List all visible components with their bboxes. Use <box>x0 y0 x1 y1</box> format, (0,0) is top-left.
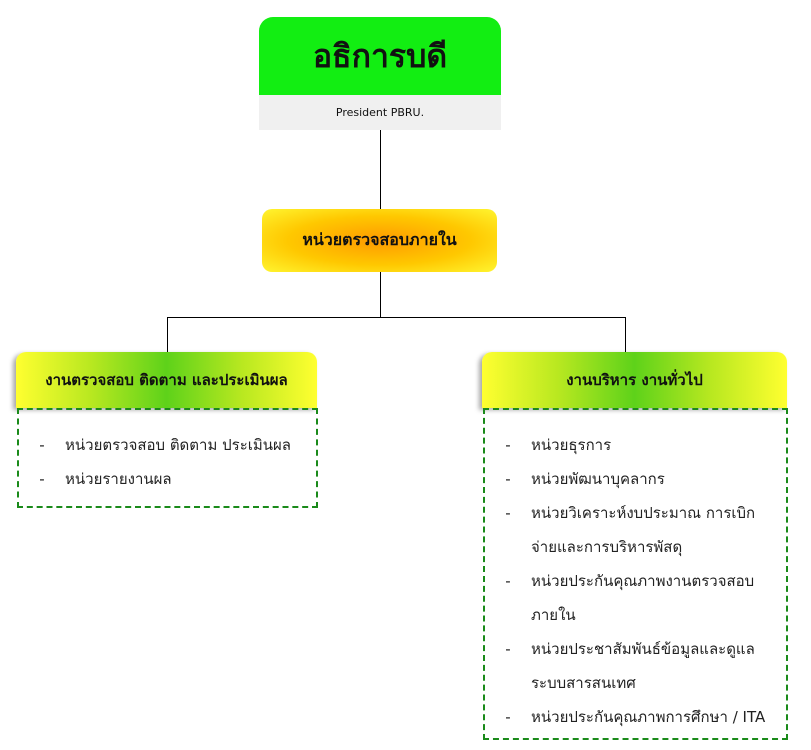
bullet: - <box>39 436 45 454</box>
bullet: - <box>505 504 511 522</box>
list-item: - หน่วยประชาสัมพันธ์ข้อมูลและดูแลระบบสารส… <box>485 632 780 700</box>
connector-line <box>625 317 626 353</box>
connector-line <box>167 317 168 353</box>
list-item-label: หน่วยประกันคุณภาพการศึกษา / ITA <box>531 708 766 726</box>
list-item: - หน่วยรายงานผล <box>19 462 316 496</box>
internal-audit-node: หน่วยตรวจสอบภายใน <box>262 209 497 272</box>
bullet: - <box>505 708 511 726</box>
list-item: - หน่วยวิเคราะห์งบประมาณ การเบิกจ่ายและกา… <box>485 496 780 564</box>
list-item-label: หน่วยรายงานผล <box>65 470 172 488</box>
president-subtitle: President PBRU. <box>259 95 501 130</box>
list-item: - หน่วยพัฒนาบุคลากร <box>485 462 780 496</box>
president-title: อธิการบดี <box>259 17 501 95</box>
connector-line <box>167 317 626 318</box>
connector-line <box>380 130 381 209</box>
list-item: - หน่วยธุรการ <box>485 428 780 462</box>
bullet: - <box>505 640 511 658</box>
audit-section-list: - หน่วยตรวจสอบ ติดตาม ประเมินผล - หน่วยราย… <box>17 408 318 508</box>
list-item-label: หน่วยประชาสัมพันธ์ข้อมูลและดูแลระบบสารสน… <box>531 640 755 692</box>
list-item-label: หน่วยประกันคุณภาพงานตรวจสอบภายใน <box>531 572 755 624</box>
list-item: - หน่วยตรวจสอบ ติดตาม ประเมินผล <box>19 428 316 462</box>
bullet: - <box>505 572 511 590</box>
list-item-label: หน่วยพัฒนาบุคลากร <box>531 470 665 488</box>
admin-section-header: งานบริหาร งานทั่วไป <box>482 352 787 408</box>
bullet: - <box>505 436 511 454</box>
president-node: อธิการบดี President PBRU. <box>259 17 501 130</box>
list-item: - หน่วยประกันคุณภาพงานตรวจสอบภายใน <box>485 564 780 632</box>
list-item-label: หน่วยตรวจสอบ ติดตาม ประเมินผล <box>65 436 292 454</box>
list-item-label: หน่วยวิเคราะห์งบประมาณ การเบิกจ่ายและการ… <box>531 504 756 556</box>
bullet: - <box>505 470 511 488</box>
list-item: - หน่วยประกันคุณภาพการศึกษา / ITA <box>485 700 780 734</box>
list-item-label: หน่วยธุรการ <box>531 436 612 454</box>
bullet: - <box>39 470 45 488</box>
admin-section-list: - หน่วยธุรการ - หน่วยพัฒนาบุคลากร - หน่วยวิ… <box>483 408 788 740</box>
audit-section-header: งานตรวจสอบ ติดตาม และประเมินผล <box>16 352 317 408</box>
connector-line <box>380 272 381 317</box>
